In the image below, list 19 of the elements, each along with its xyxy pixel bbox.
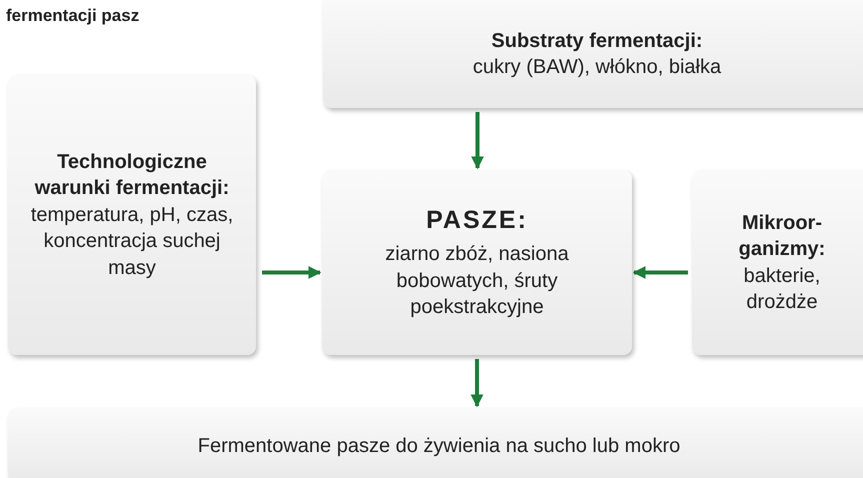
title: fermentacji pasz bbox=[6, 6, 140, 26]
arrow bbox=[632, 266, 688, 279]
description: Fermentowane pasze do żywienia na sucho lub mokro bbox=[198, 434, 680, 459]
text-box bbox=[322, 170, 632, 355]
description: bakterie, drożdże bbox=[742, 264, 822, 315]
description: ziarno zbóż, nasiona bobowatych, śruty poekstrakcyjne bbox=[384, 242, 570, 320]
arrow bbox=[471, 112, 484, 170]
heading: PASZE: bbox=[426, 205, 528, 236]
text-box bbox=[8, 75, 256, 355]
text-box bbox=[692, 170, 863, 355]
heading: Technologiczne warunki fermentacji: bbox=[34, 150, 230, 202]
heading: Mikroor- ganizmy: bbox=[738, 210, 826, 262]
arrow bbox=[470, 359, 484, 408]
text-box bbox=[8, 408, 863, 478]
arrow bbox=[262, 266, 322, 279]
text-box bbox=[323, 0, 863, 108]
description: temperatura, pH, czas, koncentracja suchej masy bbox=[30, 202, 234, 281]
description: cukry (BAW), włókno, białka bbox=[472, 55, 722, 80]
heading: Substraty fermentacji: bbox=[491, 28, 703, 54]
